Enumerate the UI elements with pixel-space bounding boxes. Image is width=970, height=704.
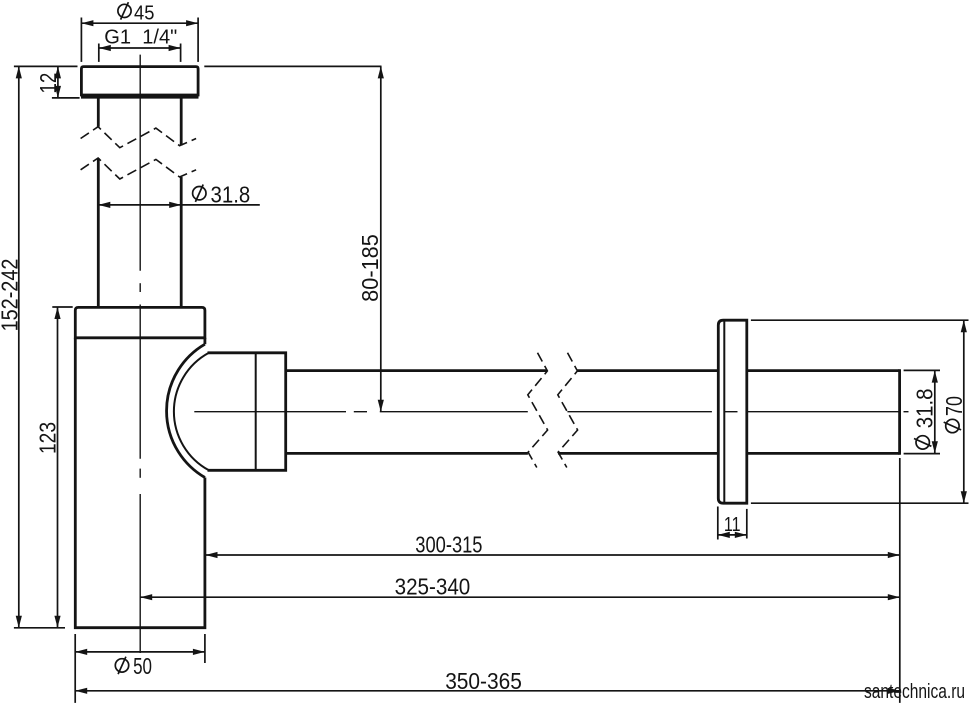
svg-text:12: 12 (35, 73, 61, 94)
svg-text:325-340: 325-340 (395, 574, 471, 600)
svg-text:80-185: 80-185 (357, 234, 383, 302)
svg-text:31.8: 31.8 (211, 181, 251, 207)
svg-text:70: 70 (941, 396, 967, 416)
svg-text:11: 11 (724, 513, 741, 536)
svg-text:300-315: 300-315 (415, 532, 482, 558)
svg-text:santechnica.ru: santechnica.ru (864, 681, 965, 703)
svg-text:152-242: 152-242 (0, 259, 23, 332)
svg-text:350-365: 350-365 (445, 668, 522, 694)
svg-text:G1 1/4": G1 1/4" (104, 26, 177, 48)
svg-text:50: 50 (133, 653, 152, 679)
svg-text:123: 123 (35, 422, 61, 454)
svg-text:45: 45 (134, 2, 154, 25)
svg-text:31.8: 31.8 (912, 389, 938, 429)
